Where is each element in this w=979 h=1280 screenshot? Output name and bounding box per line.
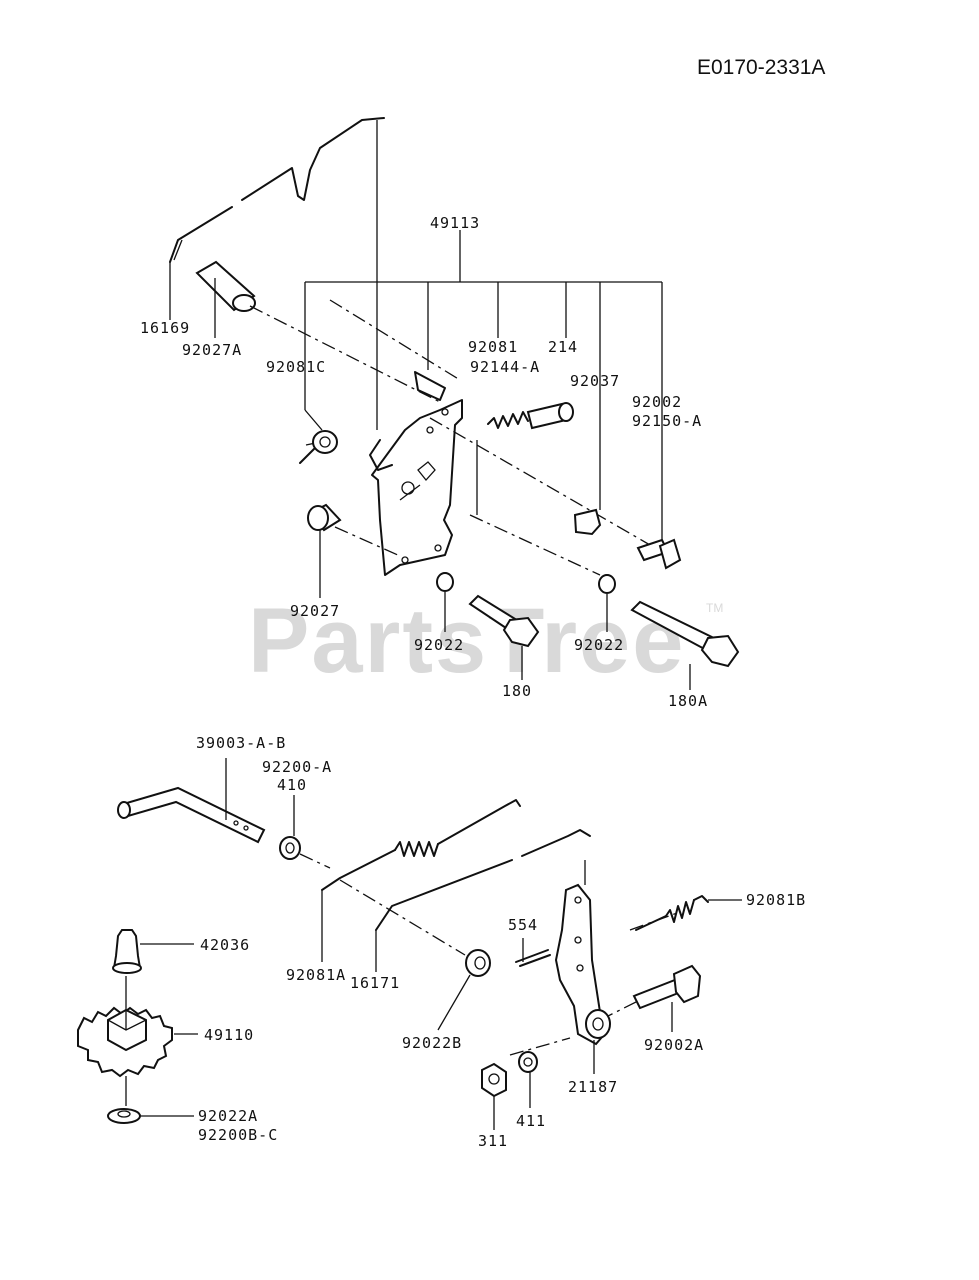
part-label: 49113 <box>430 214 480 232</box>
part-label: 39003-A-B <box>196 734 286 752</box>
part-label: 411 <box>516 1112 546 1130</box>
part-label: 49110 <box>204 1026 254 1044</box>
nut-311 <box>481 1062 507 1098</box>
arm-21187 <box>554 883 611 1046</box>
part-label: 180 <box>502 682 532 700</box>
part-label: 92027A <box>182 341 242 359</box>
part-label: 16171 <box>350 974 400 992</box>
clip-92037 <box>573 508 602 536</box>
part-label: 92081 <box>468 338 518 356</box>
part-label: 92081B <box>746 891 806 909</box>
screw-214 <box>526 402 574 430</box>
axis-line <box>339 879 466 956</box>
washer-411 <box>518 1051 538 1073</box>
leader-49113 <box>304 230 663 540</box>
rod-16169 <box>169 117 385 263</box>
part-label: 42036 <box>200 936 250 954</box>
lever-39003 <box>117 786 266 844</box>
part-label: 214 <box>548 338 578 356</box>
part-label: 92200-A <box>262 758 332 776</box>
washer-92022B <box>465 949 491 977</box>
axis-line <box>299 853 331 869</box>
part-label: 92144-A <box>470 358 540 376</box>
axis-line <box>329 299 461 381</box>
axis-line <box>429 417 651 546</box>
bolt-180A <box>630 600 740 668</box>
part-label: 92150-A <box>632 412 702 430</box>
part-label: 311 <box>478 1132 508 1150</box>
diagram-code: E0170-2331A <box>697 56 825 79</box>
axis-line <box>334 526 401 557</box>
spring-92081 <box>487 411 529 429</box>
part-label: 410 <box>277 776 307 794</box>
spring-92081B <box>635 895 709 931</box>
watermark: PartsTree <box>248 590 685 692</box>
axis-line <box>249 305 441 403</box>
bolt-92002 <box>636 538 682 570</box>
part-label: 92002A <box>644 1036 704 1054</box>
bolt-180 <box>468 594 540 648</box>
part-label: 92022A <box>198 1107 258 1125</box>
sprocket-49110 <box>77 1006 173 1078</box>
part-label: 92027 <box>290 602 340 620</box>
part-label: 21187 <box>568 1078 618 1096</box>
knob-42036 <box>112 929 142 974</box>
spring-rod-92081A <box>321 799 521 891</box>
bolt-92002A <box>632 964 702 1010</box>
washer-92022A <box>107 1108 141 1124</box>
control-plate <box>369 371 463 576</box>
part-label: 92081C <box>266 358 326 376</box>
part-label: 92037 <box>570 372 620 390</box>
bushing-92027 <box>307 503 342 532</box>
washer-92022-right <box>598 574 616 594</box>
watermark-trademark: TM <box>706 601 723 615</box>
axis-line <box>509 1037 571 1056</box>
part-label: 554 <box>508 916 538 934</box>
leader-line <box>437 974 471 1031</box>
washer-410 <box>279 836 301 860</box>
rod-16171 <box>375 829 591 931</box>
pin-554 <box>515 949 551 967</box>
bushing-92081C <box>299 430 338 464</box>
part-label: 92200B-C <box>198 1126 278 1144</box>
washer-92022-left <box>436 572 454 592</box>
part-label: 92022 <box>414 636 464 654</box>
part-label: 92022 <box>574 636 624 654</box>
part-label: 92081A <box>286 966 346 984</box>
axis-line <box>629 911 681 931</box>
bushing-92027A <box>195 260 256 312</box>
axis-line <box>469 514 601 576</box>
part-label: 16169 <box>140 319 190 337</box>
part-label: 92022B <box>402 1034 462 1052</box>
part-label: 92002 <box>632 393 682 411</box>
part-label: 180A <box>668 692 708 710</box>
